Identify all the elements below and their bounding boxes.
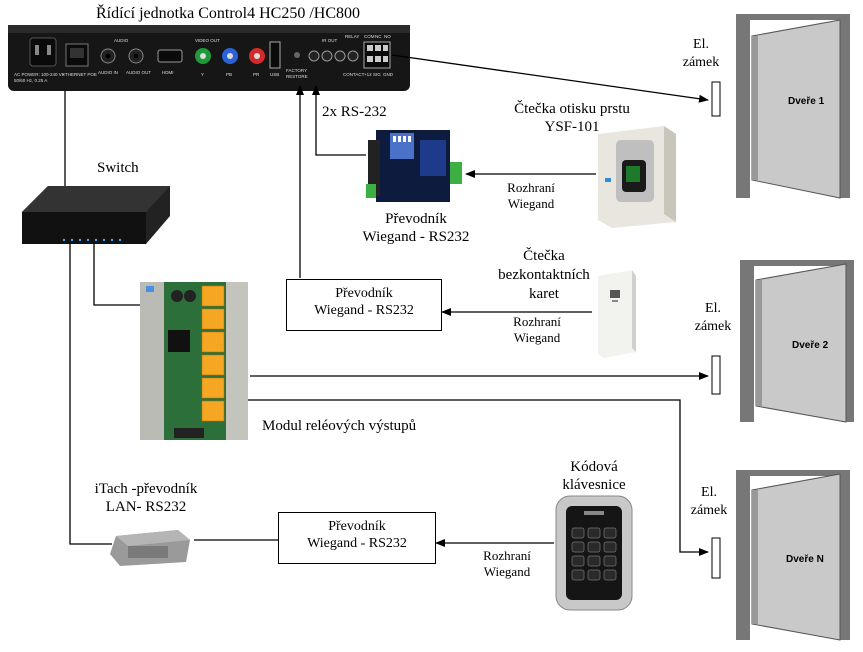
audio-in-label: AUDIO IN — [98, 70, 118, 75]
itach-label: iTach -převodník LAN- RS232 — [76, 480, 216, 516]
itach-converter — [110, 530, 190, 566]
pb-label: PB — [226, 72, 232, 77]
lock1-line2: zámek — [682, 55, 720, 70]
gnd-label: GND — [383, 72, 394, 77]
lock3-line2: zámek — [690, 503, 728, 518]
door-2 — [740, 260, 854, 423]
lock2-label: El. zámek — [688, 300, 738, 336]
iface1-line2: Wiegand — [507, 196, 555, 211]
lock1-label: El. zámek — [676, 36, 726, 72]
conv1-label: Převodník Wiegand - RS232 — [346, 210, 486, 246]
relay-label: RELAY — [345, 34, 359, 39]
ir-out-label: IR OUT — [322, 38, 338, 43]
door2-label: Dveře 2 — [792, 340, 829, 351]
lock3-line1: El. — [701, 485, 717, 500]
ethernet-label: ETHERNET POE — [62, 72, 97, 77]
door-n — [736, 470, 850, 641]
card-reader — [598, 270, 636, 358]
restore-label: RESTORE — [286, 74, 308, 79]
iface1-label: Rozhraní Wiegand — [496, 180, 566, 212]
converter-box-2: Převodník Wiegand - RS232 — [286, 279, 442, 331]
y-label: Y — [201, 72, 204, 77]
keypad-label: Kódová klávesnice — [544, 458, 644, 494]
fingerprint-reader — [598, 126, 676, 228]
conv1-line1: Převodník — [385, 211, 447, 227]
iface2-line2: Wiegand — [513, 330, 561, 345]
switch-label: Switch — [97, 160, 139, 176]
v12-label: +12 — [364, 72, 372, 77]
ac-power2-label: 50/60 Hz, 0.25 A — [14, 78, 47, 83]
relay-module — [140, 282, 248, 440]
fingerprint-line2: YSF-101 — [544, 119, 600, 135]
lock-block-2 — [711, 355, 721, 395]
conv-box-3-line2: Wiegand - RS232 — [307, 536, 407, 551]
card-reader-title: Čtečka bezkontaktních karet — [484, 247, 604, 304]
ac-power-label: AC POWER: 100-240 V~ — [14, 72, 65, 77]
lock3-label: El. zámek — [684, 484, 734, 520]
door-1 — [736, 14, 850, 199]
video-out-label: VIDEO OUT — [195, 38, 220, 43]
card-line1: Čtečka — [523, 248, 565, 264]
conv-box-2-line1: Převodník — [335, 286, 393, 301]
keypad-line2: klávesnice — [562, 477, 626, 493]
converter-box-3: Převodník Wiegand - RS232 — [278, 512, 436, 564]
iface3-line2: Wiegand — [483, 564, 531, 579]
lock2-line1: El. — [705, 301, 721, 316]
fingerprint-line1: Čtečka otisku prstu — [514, 101, 630, 117]
iface3-label: Rozhraní Wiegand — [472, 548, 542, 580]
sig-label: SIG — [373, 72, 381, 77]
converter-board — [366, 130, 462, 202]
lock-block-3 — [711, 537, 721, 579]
lock-block-1 — [711, 81, 721, 117]
conv-box-3-line1: Převodník — [328, 519, 386, 534]
conv-box-2-line2: Wiegand - RS232 — [314, 303, 414, 318]
card-line3: karet — [529, 286, 559, 302]
network-switch — [22, 186, 170, 244]
itach-line1: iTach -převodník — [94, 481, 198, 497]
usb-label: USB — [270, 72, 279, 77]
iface1-line1: Rozhraní — [507, 180, 555, 195]
no-label: NO — [384, 34, 391, 39]
pr-label: PR — [253, 72, 260, 77]
page-title: Řídící jednotka Control4 HC250 /HC800 — [96, 5, 360, 22]
iface2-label: Rozhraní Wiegand — [502, 314, 572, 346]
keypad-line1: Kódová — [570, 459, 618, 475]
iface2-line1: Rozhraní — [513, 314, 561, 329]
relay-module-label: Modul reléových výstupů — [262, 418, 417, 434]
factory-label: FACTORY — [286, 68, 307, 73]
iface3-line1: Rozhraní — [483, 548, 531, 563]
audio-out-label: AUDIO OUT — [126, 70, 151, 75]
itach-line2: LAN- RS232 — [105, 499, 187, 515]
rs232-label: 2x RS-232 — [322, 104, 387, 120]
hdmi-label: HDMI — [162, 70, 174, 75]
code-keypad — [555, 495, 633, 611]
controller-device — [8, 25, 410, 91]
card-line2: bezkontaktních — [498, 267, 590, 283]
contact-label: CONTACT — [343, 72, 365, 77]
fingerprint-title: Čtečka otisku prstu YSF-101 — [494, 100, 650, 136]
lock2-line2: zámek — [694, 319, 732, 334]
nc-label: NC — [375, 34, 382, 39]
door1-label: Dveře 1 — [788, 96, 825, 107]
audio-label: AUDIO — [114, 38, 129, 43]
door3-label: Dveře N — [786, 554, 824, 565]
lock1-line1: El. — [693, 37, 709, 52]
com-label: COM — [364, 34, 375, 39]
conv1-line2: Wiegand - RS232 — [362, 229, 470, 245]
